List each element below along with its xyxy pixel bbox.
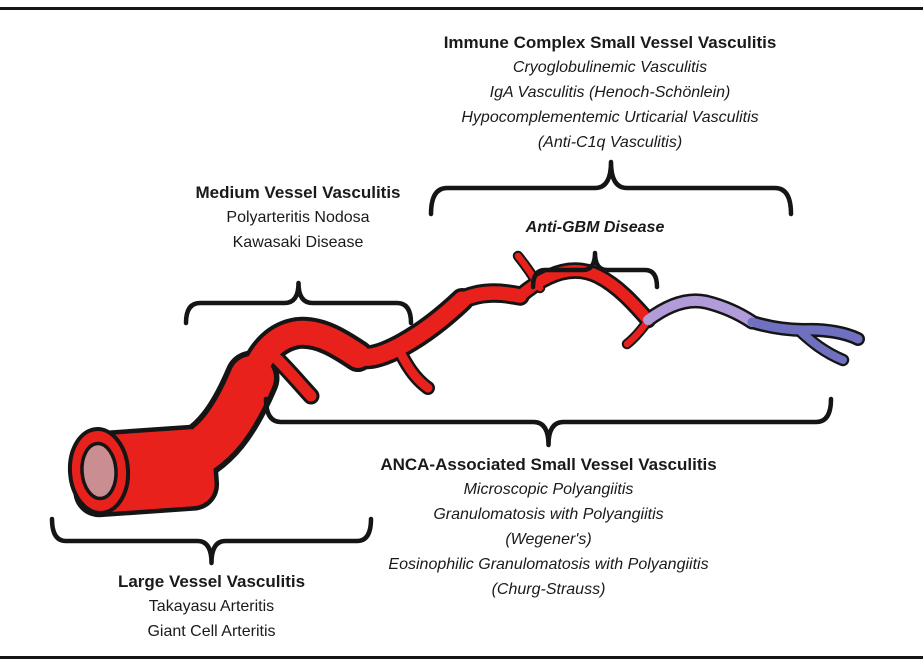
large-vessel-item: Takayasu Arteritis [148, 598, 275, 615]
brace-anca [263, 396, 834, 448]
immune-complex-item: (Anti-C1q Vasculitis) [537, 134, 683, 151]
braces [49, 159, 834, 566]
vessel-branch-stub [393, 343, 433, 393]
anca-item: Granulomatosis with Polyangiitis [433, 506, 664, 523]
anca-item: (Wegener's) [505, 531, 592, 548]
immune-complex-item: Cryoglobulinemic Vasculitis [512, 59, 708, 76]
vessel-purple-segment [643, 295, 757, 327]
vessel-lumen [80, 441, 118, 501]
immune-complex-item: IgA Vasculitis (Henoch-Schönlein) [489, 84, 731, 101]
medium-vessel-item: Kawasaki Disease [232, 234, 364, 251]
brace-immune-complex [428, 159, 794, 217]
anca-item: Eosinophilic Granulomatosis with Polyang… [388, 556, 709, 573]
anca-item: (Churg-Strauss) [491, 581, 606, 598]
large-vessel-label-group: Large Vessel Vasculitis Takayasu Arterit… [59, 569, 364, 644]
medium-vessel-label-group: Medium Vessel Vasculitis Polyarteritis N… [156, 180, 440, 255]
vessel-blue-segment [747, 317, 863, 364]
vessel-branch-stub [272, 354, 317, 402]
large-vessel-title: Large Vessel Vasculitis [117, 572, 306, 591]
brace-anti-gbm [530, 250, 660, 290]
anti-gbm-label-group: Anti-GBM Disease [495, 215, 695, 240]
anti-gbm-title: Anti-GBM Disease [525, 219, 665, 236]
anca-item: Microscopic Polyangiitis [463, 481, 634, 498]
bottom-rule [0, 656, 923, 659]
large-vessel-item: Giant Cell Arteritis [147, 623, 276, 640]
anca-label-group: ANCA-Associated Small Vessel Vasculitis … [296, 452, 801, 602]
medium-vessel-item: Polyarteritis Nodosa [226, 209, 370, 226]
brace-large-vessel [49, 516, 374, 566]
immune-complex-label-group: Immune Complex Small Vessel Vasculitis C… [400, 30, 820, 155]
immune-complex-item: Hypocomplementemic Urticarial Vasculitis [461, 109, 759, 126]
anca-title: ANCA-Associated Small Vessel Vasculitis [380, 455, 717, 474]
vessel-branch-stub [514, 252, 544, 292]
immune-complex-title: Immune Complex Small Vessel Vasculitis [443, 33, 777, 52]
medium-vessel-title: Medium Vessel Vasculitis [195, 183, 401, 202]
top-rule [0, 7, 923, 10]
brace-medium-vessel [183, 280, 414, 326]
